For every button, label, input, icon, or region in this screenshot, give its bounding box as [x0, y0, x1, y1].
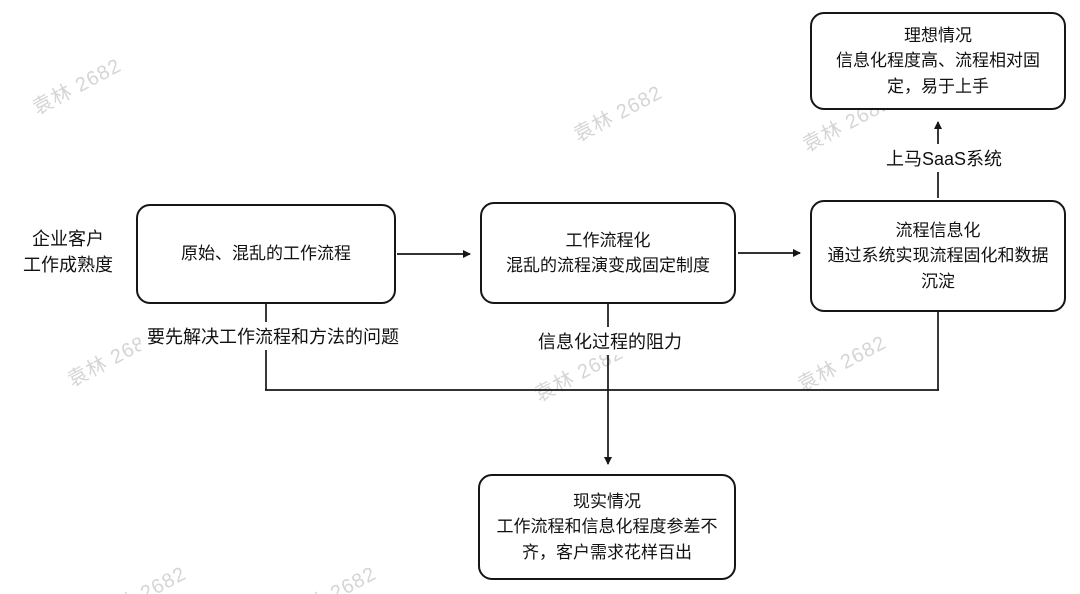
box-informatized: 流程信息化 通过系统实现流程固化和数据沉淀 [810, 200, 1066, 312]
box-informatized-desc: 通过系统实现流程固化和数据沉淀 [827, 246, 1049, 291]
box-informatized-title: 流程信息化 [895, 220, 981, 240]
box-raw-title: 原始、混乱的工作流程 [181, 244, 351, 264]
box-reality-title: 现实情况 [573, 491, 641, 511]
box-ideal-title: 理想情况 [904, 25, 972, 45]
box-processized: 工作流程化 混乱的流程演变成固定制度 [480, 202, 736, 304]
box-processized-desc: 混乱的流程演变成固定制度 [506, 256, 710, 275]
axis-label-line2: 工作成熟度 [23, 255, 113, 276]
box-reality-desc: 工作流程和信息化程度参差不齐，客户需求花样百出 [496, 517, 718, 562]
axis-label: 企业客户 工作成熟度 [10, 226, 126, 278]
box-raw-process: 原始、混乱的工作流程 [136, 204, 396, 304]
box-reality-case: 现实情况 工作流程和信息化程度参差不齐，客户需求花样百出 [478, 474, 736, 580]
label-saas-system: 上马SaaS系统 [879, 144, 1009, 172]
axis-label-line1: 企业客户 [32, 229, 104, 249]
box-ideal-case: 理想情况 信息化程度高、流程相对固定，易于上手 [810, 12, 1066, 110]
box-processized-title: 工作流程化 [565, 230, 651, 250]
label-resistance: 信息化过程的阻力 [532, 327, 688, 355]
box-ideal-desc: 信息化程度高、流程相对固定，易于上手 [836, 51, 1040, 96]
label-solve-first: 要先解决工作流程和方法的问题 [141, 322, 405, 350]
